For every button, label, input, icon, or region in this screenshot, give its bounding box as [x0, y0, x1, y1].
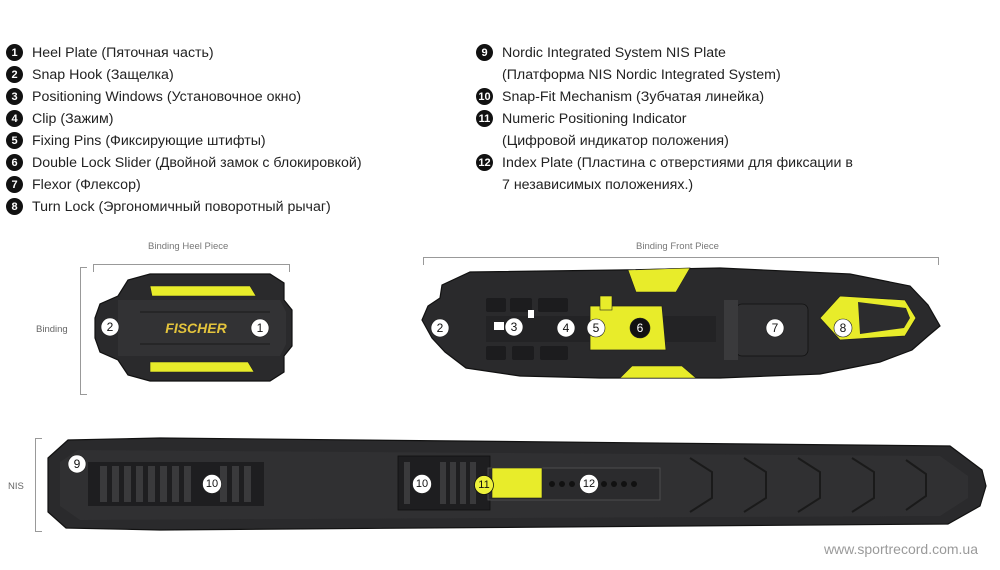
legend-label: Snap-Fit Mechanism (Зубчатая линейка) — [502, 89, 765, 105]
snap-fit-teeth-middle — [404, 462, 476, 504]
legend-number: 4 — [6, 110, 23, 127]
callout-12: 12 — [579, 474, 599, 494]
legend-item: 12 Index Plate (Пластина с отверстиями дл… — [476, 152, 853, 196]
legend-item: 6 Double Lock Slider (Двойной замок с бло… — [6, 152, 362, 174]
svg-text:1: 1 — [257, 321, 264, 335]
svg-text:5: 5 — [593, 321, 600, 335]
legend-label: Numeric Positioning Indicator — [502, 111, 687, 127]
legend-label: Clip (Зажим) — [32, 111, 114, 127]
legend-label: Nordic Integrated System NIS Plate — [502, 45, 726, 61]
legend-item: 1 Heel Plate (Пяточная часть) — [6, 42, 362, 64]
snap-fit-teeth — [100, 466, 251, 502]
legend-item: 2 Snap Hook (Защелка) — [6, 64, 362, 86]
svg-text:4: 4 — [563, 321, 570, 335]
legend-number: 8 — [6, 198, 23, 215]
legend-item: 4 Clip (Зажим) — [6, 108, 362, 130]
legend-item: 9 Nordic Integrated System NIS Plate (Плат… — [476, 42, 853, 86]
svg-text:2: 2 — [437, 321, 444, 335]
callout-4: 4 — [556, 318, 576, 338]
front-piece-caption: Binding Front Piece — [636, 241, 719, 252]
callout-1: 1 — [250, 318, 270, 338]
legend-number: 9 — [476, 44, 493, 61]
svg-text:3: 3 — [511, 320, 518, 334]
heel-piece: FISCHER 1 2 — [94, 273, 293, 382]
svg-text:10: 10 — [416, 478, 428, 490]
callout-2: 2 — [100, 317, 120, 337]
legend-label: Snap Hook (Защелка) — [32, 67, 174, 83]
callout-6: 6 — [629, 317, 651, 339]
legend-number: 10 — [476, 88, 493, 105]
legend-number: 11 — [476, 110, 493, 127]
nis-bracket — [35, 438, 42, 532]
legend-number: 7 — [6, 176, 23, 193]
front-ridges — [689, 457, 927, 513]
callout-7: 7 — [765, 318, 785, 338]
legend-item: 5 Fixing Pins (Фиксирующие штифты) — [6, 130, 362, 152]
svg-text:9: 9 — [74, 457, 81, 471]
legend-label-continued: (Цифровой индикатор положения) — [502, 133, 729, 149]
legend-label: Positioning Windows (Установочное окно) — [32, 89, 302, 105]
legend-number: 12 — [476, 154, 493, 171]
legend-label: Turn Lock (Эргономичный поворотный рычаг… — [32, 199, 331, 215]
legend-number: 3 — [6, 88, 23, 105]
callout-3: 3 — [504, 317, 524, 337]
legend-label: Flexor (Флексор) — [32, 177, 141, 193]
svg-text:8: 8 — [840, 321, 847, 335]
legend-item: 8 Turn Lock (Эргономичный поворотный рыча… — [6, 196, 362, 218]
heel-piece-bracket — [93, 264, 290, 272]
legend-item: 3 Positioning Windows (Установочное окно) — [6, 86, 362, 108]
callout-10-left: 10 — [202, 474, 222, 494]
svg-text:6: 6 — [637, 321, 644, 335]
legend-item: 7 Flexor (Флексор) — [6, 174, 362, 196]
svg-text:11: 11 — [478, 479, 489, 491]
legend-label: Fixing Pins (Фиксирующие штифты) — [32, 133, 266, 149]
legend-label-continued: 7 независимых положениях.) — [502, 177, 694, 193]
legend-item: 10 Snap-Fit Mechanism (Зубчатая линейка) — [476, 86, 853, 108]
callout-2-front: 2 — [430, 318, 450, 338]
callout-11: 11 — [474, 475, 494, 495]
legend-number: 6 — [6, 154, 23, 171]
legend-label: Heel Plate (Пяточная часть) — [32, 45, 214, 61]
legend-number: 5 — [6, 132, 23, 149]
front-piece: 2 3 4 5 6 7 8 — [421, 267, 941, 379]
legend-label: Double Lock Slider (Двойной замок с блок… — [32, 155, 362, 171]
legend-right: 9 Nordic Integrated System NIS Plate (Плат… — [476, 42, 853, 196]
front-piece-bracket — [423, 257, 939, 265]
legend-left: 1 Heel Plate (Пяточная часть) 2 Snap Hook … — [6, 42, 362, 218]
nis-side-label: NIS — [8, 481, 24, 492]
callout-10-middle: 10 — [412, 474, 432, 494]
callout-8: 8 — [833, 318, 853, 338]
nis-plate: 9 10 10 11 12 — [47, 437, 987, 531]
binding-bracket — [80, 267, 87, 395]
legend-item: 11 Numeric Positioning Indicator (Цифровой… — [476, 108, 853, 152]
svg-text:10: 10 — [206, 478, 218, 490]
callout-5: 5 — [586, 318, 606, 338]
index-holes — [549, 481, 637, 487]
binding-side-label: Binding — [36, 324, 68, 335]
svg-text:7: 7 — [772, 321, 779, 335]
legend-number: 1 — [6, 44, 23, 61]
callout-9: 9 — [67, 454, 87, 474]
watermark: www.sportrecord.com.ua — [823, 541, 978, 557]
legend-label-continued: (Платформа NIS Nordic Integrated System) — [502, 67, 781, 83]
legend-label: Index Plate (Пластина с отверстиями для … — [502, 155, 853, 171]
svg-text:2: 2 — [107, 320, 114, 334]
legend-number: 2 — [6, 66, 23, 83]
brand-logo: FISCHER — [165, 320, 227, 336]
svg-text:12: 12 — [583, 478, 595, 490]
heel-piece-caption: Binding Heel Piece — [148, 241, 229, 252]
